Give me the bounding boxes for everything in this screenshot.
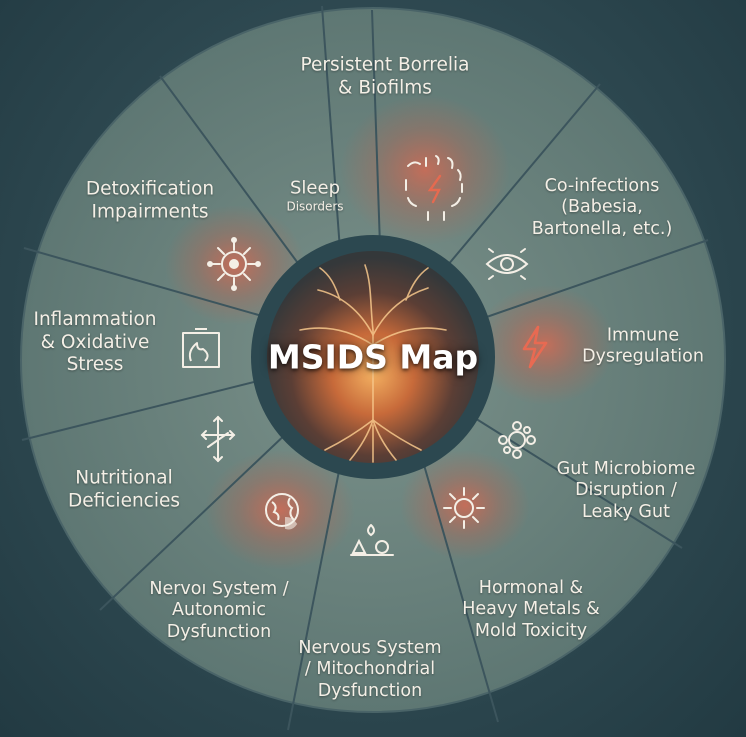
segment-line: Dysfunction <box>166 621 272 642</box>
center-title: MSIDS Map <box>267 337 479 377</box>
arrows-icon <box>200 415 236 463</box>
segment-line: & Oxidative <box>40 331 150 353</box>
eye-icon <box>485 248 529 280</box>
segment-borrelia: Persistent Borrelia & Biofilms <box>301 54 470 99</box>
segment-line: Gut Microbiome <box>556 458 696 479</box>
segment-line: Immune <box>606 325 680 346</box>
segment-gut: Gut Microbiome Disruption / Leaky Gut <box>557 459 696 523</box>
glow-autonomic <box>205 450 355 570</box>
segment-detox: Detoxification Impairments <box>86 178 214 223</box>
brain-icon <box>265 493 299 530</box>
microbe-icon <box>498 421 536 459</box>
segment-nutrition: Nutritional Deficiencies <box>68 467 180 512</box>
segment-subheading: Disorders <box>286 199 344 214</box>
segment-line: Persistent Borrelia <box>300 54 470 76</box>
bacteria-bolt-icon <box>405 155 463 221</box>
virus-icon <box>207 237 261 291</box>
segment-autonomic: Nervoı System / Autonomic Dysfunction <box>149 579 288 643</box>
segment-heading: Sleep <box>289 177 341 199</box>
segment-line: Nervous System <box>298 637 442 658</box>
segment-line: Leaky Gut <box>582 501 670 522</box>
segment-line: Impairments <box>91 201 209 222</box>
glow-hormonal <box>400 450 530 560</box>
segment-line: Mold Toxicity <box>474 620 588 641</box>
segment-coinfections: Co-infections (Babesia, Bartonella, etc.… <box>532 176 673 240</box>
segment-hormonal: Hormonal & Heavy Metals & Mold Toxicity <box>462 578 600 642</box>
segment-line: / Mitochondrial <box>304 659 436 680</box>
segment-line: Stress <box>66 354 124 376</box>
segment-line: Disruption / <box>575 480 677 501</box>
segment-glows <box>165 95 615 570</box>
flask-icon <box>350 524 394 556</box>
segment-line: Hormonal & <box>478 577 584 598</box>
segment-inflammation: Inflammation & Oxidative Stress <box>34 309 157 377</box>
segment-line: Bartonella, etc.) <box>531 218 673 239</box>
segment-line: Co-infections <box>544 175 660 196</box>
sun-icon <box>443 487 485 529</box>
segment-sleep: Sleep Disorders <box>286 178 343 215</box>
segment-line: Nutritional <box>75 467 173 489</box>
lightning-icon <box>522 325 548 369</box>
glow-borrelia <box>340 95 510 245</box>
segment-line: Deficiencies <box>67 490 181 511</box>
segment-line: Inflammation <box>33 309 157 331</box>
segment-line: (Babesia, <box>561 197 643 218</box>
segment-line: Nervoı System / <box>149 578 289 599</box>
segment-immune: Immune Dysregulation <box>582 326 704 369</box>
segment-line: Autonomic <box>172 600 266 621</box>
segment-line: Dysregulation <box>582 347 704 367</box>
root-tree-graphic <box>299 264 447 463</box>
segment-line: Dysfunction <box>317 680 423 701</box>
segment-line: & Biofilms <box>338 77 432 98</box>
flame-box-icon <box>182 328 220 368</box>
segment-line: Detoxification <box>85 178 215 200</box>
segment-line: Heavy Metals & <box>462 599 600 620</box>
segment-mito: Nervous System / Mitochondrial Dysfuncti… <box>298 638 441 702</box>
